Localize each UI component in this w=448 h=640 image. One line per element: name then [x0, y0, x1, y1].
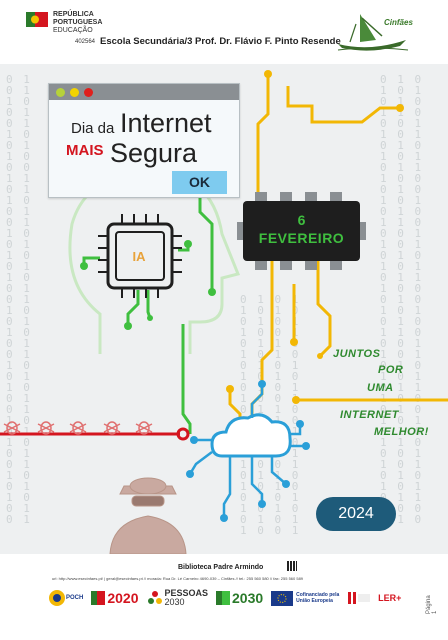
school-name: Escola Secundária/3 Prof. Dr. Flávio F. … — [100, 36, 341, 47]
municipality-name: Cinfães — [384, 18, 413, 27]
cloud-icon — [210, 413, 292, 458]
binary-background: 0 1 0 1 1 0 0 1 0 1 1 0 0 1 1 0 0 0 1 1 … — [6, 73, 32, 526]
qr-code-icon — [287, 561, 297, 571]
ai-chip-inner — [115, 231, 165, 281]
library-name: Biblioteca Padre Armindo — [178, 564, 264, 571]
portugal-2030-logo: 2030 — [216, 590, 263, 606]
slogan-line-4: INTERNET — [340, 409, 399, 421]
window-dot-icon — [70, 88, 79, 97]
pessoas-icon — [147, 591, 162, 604]
window-dot-icon — [56, 88, 65, 97]
portugal-2020-logo: 2020 — [91, 590, 139, 606]
ler-mais-logo: LER+ — [378, 593, 401, 603]
gov-name-line-3: EDUCAÇÃO — [53, 27, 93, 34]
government-name: REPÚBLICA PORTUGUESA EDUCAÇÃO — [53, 11, 102, 35]
blue-nodes — [186, 380, 310, 522]
gov-name-line-1: REPÚBLICA — [53, 11, 94, 18]
slogan-line-1: JUNTOS — [333, 348, 381, 360]
portugal-2020-icon — [91, 591, 106, 605]
footer: Biblioteca Padre Armindo url: http://www… — [0, 556, 448, 640]
event-month: FEVEREIRO — [258, 230, 345, 246]
chip-pins — [237, 192, 366, 270]
slogan-line-3: UMA — [367, 382, 394, 394]
pessoas-year: 2030 — [164, 597, 185, 607]
school-code: 402564 — [75, 39, 96, 45]
eu-cofunding-text: Cofinanciado pela União Europeia — [296, 592, 340, 604]
poch-logo: POCH — [48, 589, 83, 607]
slogan-line-5: MELHOR! — [374, 426, 429, 438]
page-number: Página 1 — [426, 595, 438, 614]
portugal-flag-icon — [26, 12, 48, 27]
portugal-2030-year: 2030 — [232, 590, 264, 606]
poch-label: POCH — [66, 595, 84, 601]
circuit-lines — [0, 70, 448, 554]
cinfaes-boat-logo — [337, 14, 409, 51]
title-segura: Segura — [110, 138, 198, 168]
ai-chip-pins — [98, 214, 182, 298]
portugal-2020-year: 2020 — [107, 590, 139, 606]
title-internet: Internet — [120, 108, 212, 138]
bug-icons — [3, 421, 153, 435]
event-day: 6 — [297, 212, 306, 228]
hacker-figure-icon — [109, 477, 187, 554]
date-chip — [243, 201, 360, 261]
letterhead: REPÚBLICA PORTUGUESA EDUCAÇÃO 402564 Esc… — [0, 0, 448, 60]
portugal-2030-icon — [216, 591, 231, 605]
title-mais: MAIS — [66, 142, 104, 159]
ai-chip-outline — [106, 222, 174, 290]
pessoas-2030-logo: PESSOAS 2030 — [147, 588, 209, 607]
poch-icon — [49, 590, 65, 606]
ler-mais-label: LER+ — [378, 593, 402, 603]
binary-background: 0 1 0 1 0 1 0 1 0 1 1 0 0 0 1 1 0 1 0 1 … — [380, 73, 424, 526]
ai-chip-label: IA — [132, 249, 146, 264]
title-dia-da: Dia da — [71, 120, 115, 137]
school-contacts: url: http://www.esecinfaes.pt/ | geral@e… — [52, 576, 304, 581]
eu-flag-icon — [271, 590, 294, 606]
green-traces — [82, 194, 214, 434]
slogan-line-2: POR — [378, 364, 404, 376]
eu-cofunding-logo: Cofinanciado pela União Europeia — [271, 590, 340, 606]
window-dot-icon — [84, 88, 93, 97]
green-nodes — [80, 240, 216, 330]
gov-name-line-2: PORTUGUESA — [53, 19, 103, 26]
rbe-icon — [348, 592, 371, 604]
funding-logos: POCH 2020 PESSOAS 2030 — [48, 584, 409, 612]
pessoas-label: PESSOAS — [164, 588, 209, 598]
yellow-nodes — [226, 70, 404, 404]
rbe-logo — [348, 592, 371, 604]
browser-window-graphic: Dia da Internet MAIS Segura OK — [48, 83, 240, 198]
poster-illustration: 0 1 0 1 1 0 0 1 0 1 1 0 0 1 1 0 0 0 1 1 … — [0, 64, 448, 554]
year-badge: 2024 — [316, 497, 396, 531]
browser-title-bar — [49, 84, 239, 100]
ok-button-graphic: OK — [172, 171, 227, 194]
